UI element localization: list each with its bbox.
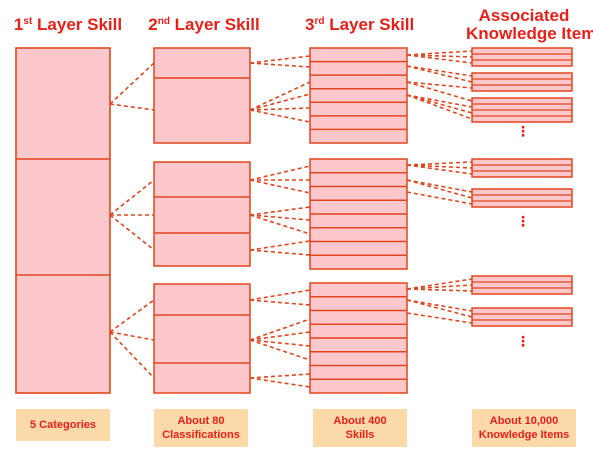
connector-l3-l4-6: [406, 81, 473, 89]
layer1-column: [15, 47, 111, 394]
knowledge-stack-6: [471, 275, 573, 295]
connector-l3-l4-17: [406, 278, 473, 290]
ellipsis-group-2: ⋮: [516, 213, 530, 229]
connector-l1-l2-3: [109, 179, 155, 216]
connector-l1-l2-8: [109, 331, 155, 379]
layer4-header-line2: Knowledge Items: [466, 24, 593, 43]
layer2-header: 2nd Layer Skill: [148, 16, 260, 34]
connector-l3-l4-12: [406, 164, 473, 169]
layer3-group-1: [309, 47, 408, 144]
connector-l2-l3-10: [249, 206, 311, 216]
connector-l2-l3-20: [249, 339, 311, 361]
knowledge-stack-1: [471, 47, 573, 67]
connector-l2-l3-17: [249, 318, 311, 341]
layer2-group-2: [153, 161, 251, 267]
connector-l2-l3-11: [249, 214, 311, 221]
summary-skills: About 400 Skills: [313, 409, 407, 447]
connector-l3-l4-16: [406, 191, 473, 205]
ellipsis-group-1: ⋮: [516, 123, 530, 139]
connector-l3-l4-14: [406, 179, 473, 193]
connector-l3-l4-22: [406, 312, 473, 324]
layer2-header-num: 2: [148, 15, 158, 34]
connector-l2-l3-16: [249, 299, 311, 306]
layer2-group-3: [153, 283, 251, 394]
layer3-header-suffix: rd: [314, 16, 325, 27]
connector-l2-l3-15: [249, 289, 311, 301]
layer2-group-1: [153, 47, 251, 144]
ellipsis-group-3: ⋮: [516, 333, 530, 349]
summary-skills-line1: About 400: [333, 415, 387, 427]
knowledge-stack-2: [471, 72, 573, 92]
summary-skills-line2: Skills: [345, 429, 375, 441]
connector-l2-l3-21: [249, 373, 311, 379]
connector-l2-l3-2: [249, 62, 311, 68]
connector-l3-l4-13: [406, 164, 473, 175]
knowledge-stack-5: [471, 188, 573, 208]
connector-l2-l3-18: [249, 331, 311, 341]
layer2-header-suffix: nd: [157, 16, 170, 27]
connector-l3-l4-1: [406, 50, 473, 56]
summary-categories-line1: 5 Categories: [29, 419, 97, 431]
connector-l1-l2-5: [109, 214, 155, 251]
layer3-header: 3rd Layer Skill: [305, 15, 415, 34]
connector-l3-l4-18: [406, 284, 473, 290]
connector-l2-l3-12: [249, 214, 311, 235]
connector-l2-l3-13: [249, 240, 311, 251]
knowledge-stack-7: [471, 307, 573, 327]
connector-l1-l2-1: [109, 62, 155, 105]
layer3-header-num: 3: [305, 15, 315, 34]
connector-l2-l3-5: [249, 107, 311, 111]
layer1-header: 1st Layer Skill: [2, 16, 134, 34]
connector-l2-l3-4: [249, 93, 311, 111]
connector-l3-l4-5: [406, 65, 473, 83]
connector-l3-l4-3: [406, 54, 473, 64]
layer1-header-suffix: st: [23, 16, 33, 27]
connector-l3-l4-11: [406, 161, 473, 166]
connector-l1-l2-6: [109, 299, 155, 333]
connector-l3-l4-7: [406, 81, 473, 102]
connector-l1-l2-2: [109, 103, 155, 111]
summary-knowledge-line1: About 10,000: [489, 415, 559, 427]
summary-classifications-line1: About 80: [177, 415, 225, 427]
connector-l3-l4-10: [406, 94, 473, 120]
connector-l3-l4-15: [406, 179, 473, 199]
connector-l3-l4-20: [406, 299, 473, 312]
connector-l2-l3-6: [249, 109, 311, 123]
summary-knowledge-line2: Knowledge Items: [478, 429, 570, 441]
layer1-header-num: 1: [13, 15, 24, 34]
connector-l2-l3-14: [249, 249, 311, 256]
layer1-header-text: Layer Skill: [32, 15, 123, 34]
knowledge-stack-4: [471, 158, 573, 178]
layer3-header-text: Layer Skill: [324, 15, 415, 34]
connector-l1-l2-7: [109, 331, 155, 341]
connector-l3-l4-4: [406, 65, 473, 77]
connector-l3-l4-8: [406, 94, 473, 108]
connector-l3-l4-19: [406, 288, 473, 292]
layer4-header-line1: Associated: [478, 6, 570, 25]
connector-l2-l3-1: [249, 55, 311, 64]
layer4-header: Associated Knowledge Items: [466, 6, 593, 43]
summary-knowledge-items: About 10,000 Knowledge Items: [472, 409, 576, 447]
connector-l3-l4-9: [406, 94, 473, 114]
connector-l3-l4-2: [406, 54, 473, 58]
connector-l2-l3-19: [249, 339, 311, 347]
summary-classifications: About 80 Classifications: [154, 409, 248, 447]
connector-l2-l3-22: [249, 377, 311, 388]
summary-categories: 5 Categories: [16, 409, 110, 441]
summary-classifications-line2: Classifications: [162, 429, 240, 441]
connector-l2-l3-7: [249, 165, 311, 181]
connector-l2-l3-9: [249, 179, 311, 194]
layer2-header-text: Layer Skill: [169, 15, 260, 34]
